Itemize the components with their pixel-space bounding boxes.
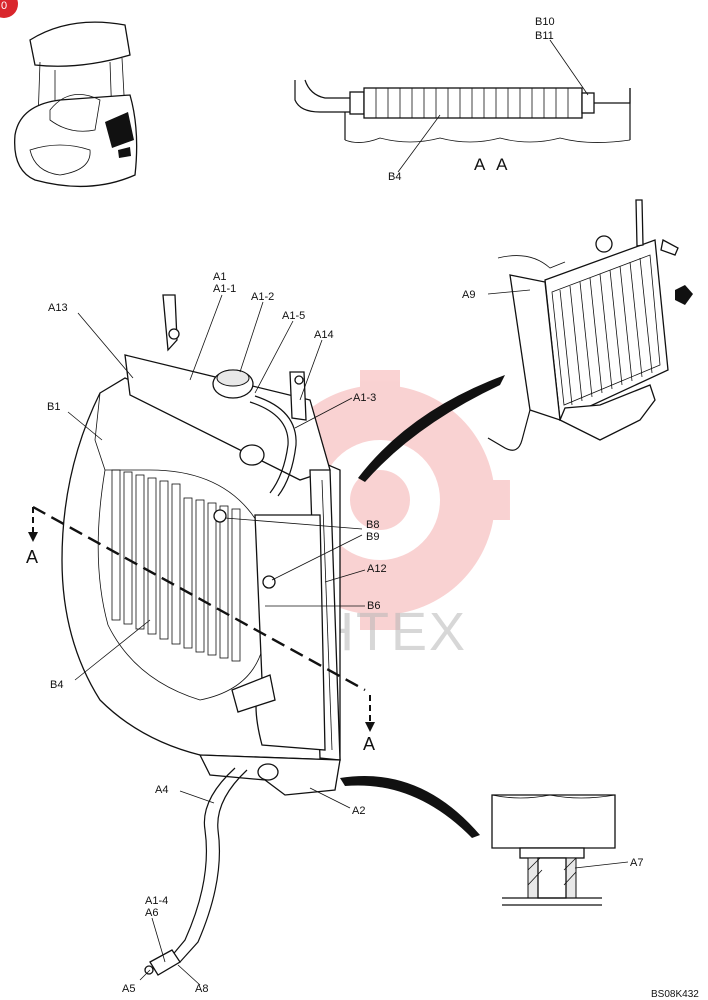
- label-a1-1: A1-1: [213, 283, 236, 295]
- label-a8: A8: [195, 983, 208, 995]
- label-a6: A6: [145, 907, 158, 919]
- label-a13: A13: [48, 302, 68, 314]
- page-badge: 0: [0, 0, 18, 18]
- label-a2: A2: [352, 805, 365, 817]
- section-view-title: A A: [474, 155, 512, 174]
- section-cut-line: [28, 505, 375, 732]
- installed-radiator-view: [487, 199, 693, 451]
- pointer-arrow-upper: [358, 375, 505, 482]
- label-b4-section: B4: [388, 171, 401, 183]
- label-a1-3: A1-3: [353, 392, 376, 404]
- drawing-code: BS08K432: [651, 989, 699, 1000]
- label-b8: B8: [366, 519, 379, 531]
- label-b10: B10: [535, 16, 555, 28]
- label-b9: B9: [366, 531, 379, 543]
- label-b11: B11: [535, 30, 554, 42]
- label-a4: A4: [155, 784, 168, 796]
- leader-lines: [67, 294, 366, 986]
- label-a9: A9: [462, 289, 475, 301]
- section-view-aa: [294, 39, 631, 173]
- label-a1-4: A1-4: [145, 895, 168, 907]
- section-marker-bottom: A: [363, 734, 375, 754]
- label-a7: A7: [630, 857, 643, 869]
- section-marker-top: A: [26, 547, 38, 567]
- detail-inset-a7: [491, 794, 629, 906]
- page-badge-text: 0: [1, 0, 7, 12]
- pointer-arrow-lower: [340, 775, 480, 838]
- label-a1-2: A1-2: [251, 291, 274, 303]
- radiator-core-fins: [111, 469, 241, 662]
- label-b6: B6: [367, 600, 380, 612]
- label-a12: A12: [367, 563, 387, 575]
- label-a1: A1: [213, 271, 226, 283]
- radiator-assembly: [61, 294, 341, 976]
- label-b1: B1: [47, 401, 60, 413]
- machine-thumbnail: [14, 21, 138, 188]
- label-a5: A5: [122, 983, 135, 995]
- label-b4: B4: [50, 679, 63, 691]
- label-a1-5: A1-5: [282, 310, 305, 322]
- label-a14: A14: [314, 329, 334, 341]
